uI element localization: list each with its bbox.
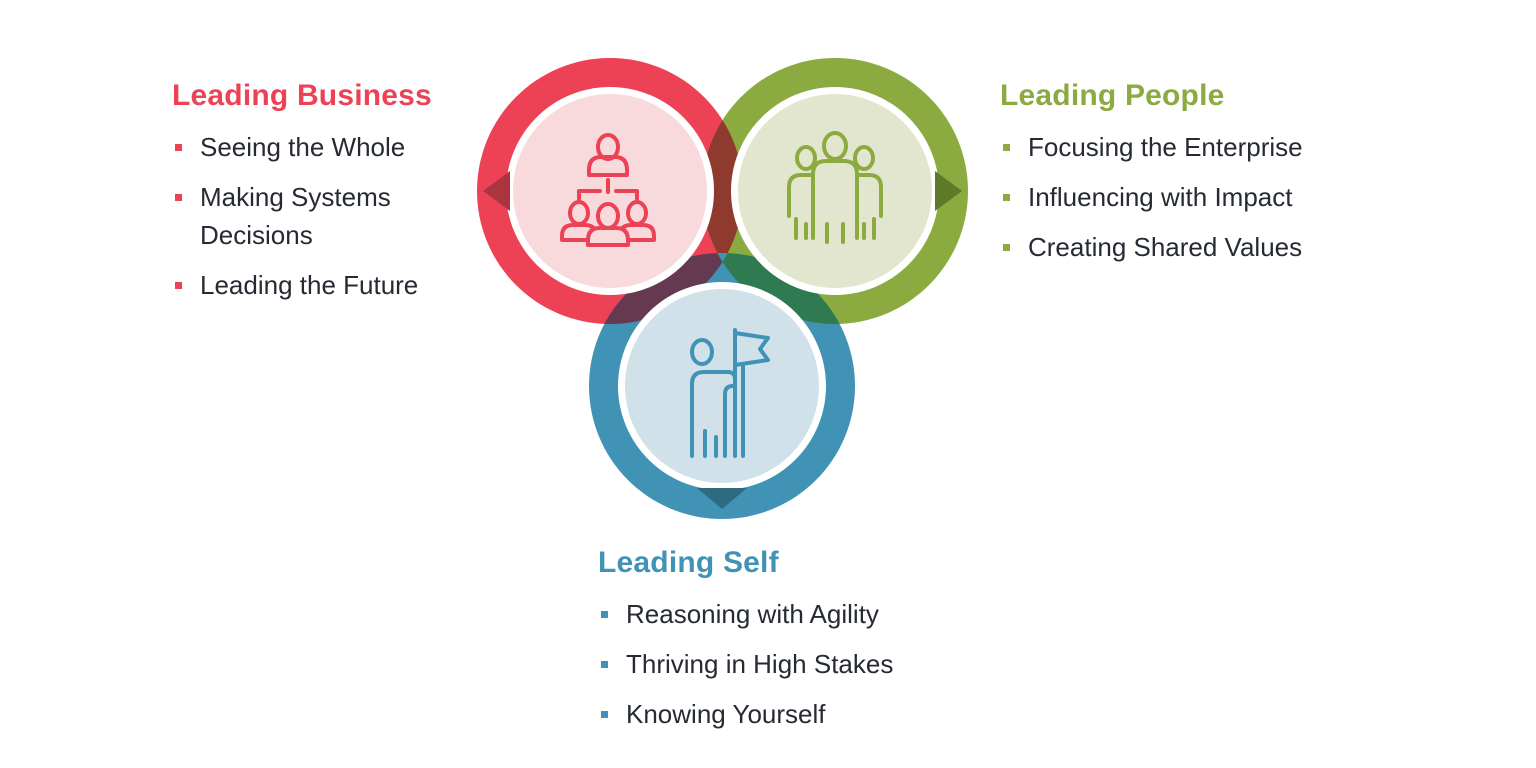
list-item: Knowing Yourself: [598, 695, 946, 733]
left-arrow-icon: [483, 171, 510, 211]
people-list: Focusing the Enterprise Influencing with…: [1000, 128, 1348, 266]
self-list: Reasoning with Agility Thriving in High …: [598, 595, 946, 733]
self-inner-circle: [625, 289, 819, 483]
bullet-square-icon: [1003, 243, 1010, 251]
list-item-label: Thriving in High Stakes: [626, 648, 894, 679]
org-chart-icon: [560, 133, 656, 247]
bullet-square-icon: [1003, 143, 1010, 151]
list-item-label: Making Systems Decisions: [200, 181, 391, 250]
list-item-label: Leading the Future: [200, 269, 419, 300]
bullet-square-icon: [175, 193, 182, 201]
list-item-label: Knowing Yourself: [626, 698, 826, 729]
list-item-label: Reasoning with Agility: [626, 598, 879, 629]
bullet-square-icon: [601, 660, 608, 668]
list-item-label: Focusing the Enterprise: [1028, 131, 1303, 162]
bullet-square-icon: [601, 710, 608, 718]
people-title: Leading People: [1000, 79, 1225, 112]
self-title: Leading Self: [598, 546, 779, 579]
list-item: Leading the Future: [172, 266, 460, 304]
people-section: Leading People Focusing the Enterprise I…: [1000, 79, 1348, 278]
flag-person-icon: [690, 328, 770, 458]
list-item: Reasoning with Agility: [598, 595, 946, 633]
list-item-label: Seeing the Whole: [200, 131, 406, 162]
business-section: Leading Business Seeing the Whole Making…: [172, 79, 460, 316]
business-list: Seeing the Whole Making Systems Decision…: [172, 128, 460, 304]
people-group-icon: [787, 131, 883, 244]
list-item: Thriving in High Stakes: [598, 645, 946, 683]
bullet-square-icon: [175, 143, 182, 151]
business-title: Leading Business: [172, 79, 432, 112]
down-arrow-icon: [697, 488, 747, 509]
bullet-square-icon: [175, 281, 182, 289]
list-item-label: Creating Shared Values: [1028, 231, 1303, 262]
list-item: Influencing with Impact: [1000, 178, 1348, 216]
list-item-label: Influencing with Impact: [1028, 181, 1293, 212]
bullet-square-icon: [1003, 193, 1010, 201]
self-section: Leading Self Reasoning with Agility Thri…: [598, 546, 946, 745]
list-item: Seeing the Whole: [172, 128, 460, 166]
list-item: Making Systems Decisions: [172, 178, 460, 254]
list-item: Focusing the Enterprise: [1000, 128, 1348, 166]
bullet-square-icon: [601, 610, 608, 618]
right-arrow-icon: [935, 171, 962, 211]
list-item: Creating Shared Values: [1000, 228, 1348, 266]
